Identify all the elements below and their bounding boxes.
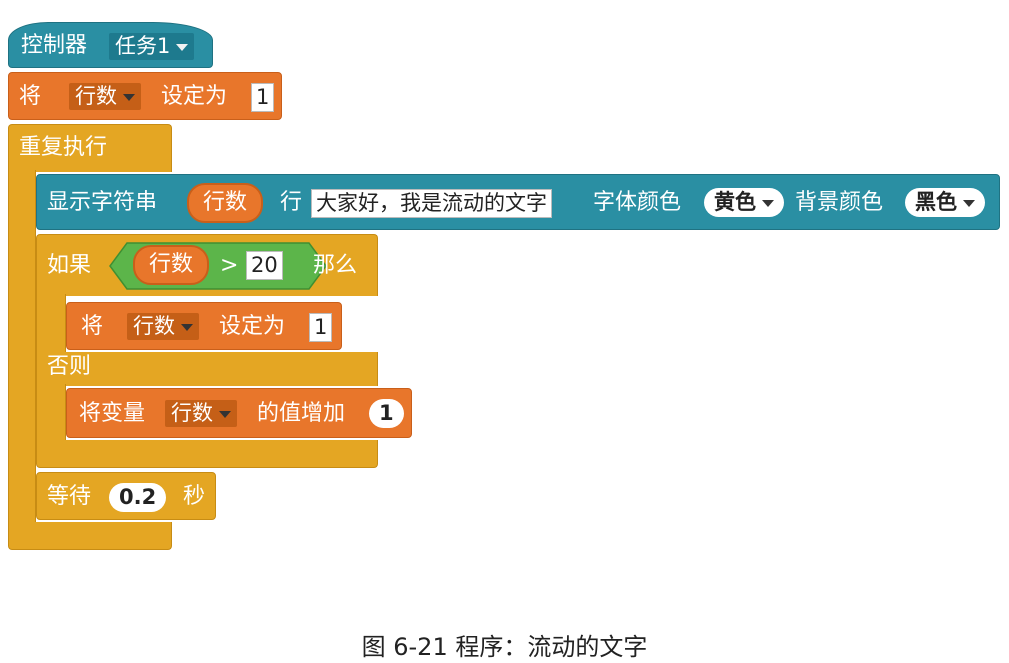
forever-arm bbox=[8, 170, 36, 526]
variable-dropdown-value: 行数 bbox=[75, 84, 117, 108]
bg-color-dropdown[interactable]: 黑色 bbox=[905, 188, 985, 217]
set-prefix: 将 bbox=[19, 84, 42, 109]
if-arm-top bbox=[36, 294, 66, 354]
chevron-down-icon bbox=[762, 199, 774, 207]
value-input[interactable]: 1 bbox=[251, 83, 275, 112]
bg-color-label: 背景颜色 bbox=[795, 190, 884, 215]
task-dropdown[interactable]: 任务1 bbox=[109, 33, 195, 60]
display-label: 显示字符串 bbox=[47, 190, 158, 215]
variable-dropdown[interactable]: 行数 bbox=[69, 83, 141, 110]
set-inner-middle-label: 设定为 bbox=[219, 314, 286, 339]
figure-caption: 图 6-21 程序：流动的文字 bbox=[361, 633, 648, 661]
row-variable-reporter[interactable]: 行数 bbox=[187, 183, 264, 223]
forever-block[interactable]: 重复执行 bbox=[8, 124, 172, 172]
change-variable-dropdown[interactable]: 行数 bbox=[165, 400, 237, 427]
inner-value-input[interactable]: 1 bbox=[309, 313, 333, 342]
set-middle-label: 设定为 bbox=[161, 84, 228, 109]
controller-label: 控制器 bbox=[21, 33, 88, 58]
change-variable-dropdown-value: 行数 bbox=[171, 401, 213, 425]
chevron-down-icon bbox=[219, 410, 231, 418]
wait-label: 等待 bbox=[47, 484, 92, 509]
set-variable-block[interactable]: 将 行数 设定为 1 bbox=[8, 72, 282, 120]
change-suffix: 的值增加 bbox=[257, 401, 346, 426]
compare-value-input[interactable]: 20 bbox=[246, 251, 283, 280]
else-bar: 否则 bbox=[36, 352, 378, 386]
font-color-label: 字体颜色 bbox=[593, 190, 682, 215]
variable-inner-dropdown[interactable]: 行数 bbox=[127, 313, 199, 340]
change-variable-block[interactable]: 将变量 行数 的值增加 1 bbox=[66, 388, 412, 438]
forever-label: 重复执行 bbox=[19, 135, 108, 160]
set-inner-prefix: 将 bbox=[81, 314, 104, 339]
font-color-dropdown[interactable]: 黄色 bbox=[704, 188, 784, 217]
change-prefix: 将变量 bbox=[79, 401, 146, 426]
row-word-label: 行 bbox=[280, 190, 303, 215]
if-arm-bottom bbox=[36, 384, 66, 444]
else-label: 否则 bbox=[47, 354, 92, 379]
then-label: 那么 bbox=[313, 253, 358, 278]
set-variable-inner-block[interactable]: 将 行数 设定为 1 bbox=[66, 302, 342, 350]
controller-hat-block[interactable]: 控制器 任务1 bbox=[8, 22, 213, 68]
change-amount-input[interactable]: 1 bbox=[369, 399, 404, 428]
display-text-input[interactable]: 大家好，我是流动的文字 bbox=[311, 189, 552, 218]
if-else-bottom bbox=[36, 440, 378, 468]
wait-seconds-input[interactable]: 0.2 bbox=[109, 483, 167, 512]
seconds-unit-label: 秒 bbox=[183, 484, 206, 509]
bg-color-value: 黑色 bbox=[915, 190, 957, 214]
display-string-block[interactable]: 显示字符串 行数 行 大家好，我是流动的文字 字体颜色 黄色 背景颜色 黑色 bbox=[36, 174, 1000, 230]
wait-block[interactable]: 等待 0.2 秒 bbox=[36, 472, 216, 520]
chevron-down-icon bbox=[181, 323, 193, 331]
if-label: 如果 bbox=[47, 253, 92, 278]
if-else-block[interactable]: 如果 行数 > 20 那么 bbox=[36, 234, 378, 296]
chevron-down-icon bbox=[963, 199, 975, 207]
task-dropdown-value: 任务1 bbox=[115, 34, 171, 58]
condition-variable-reporter[interactable]: 行数 bbox=[133, 245, 210, 285]
variable-inner-dropdown-value: 行数 bbox=[133, 314, 175, 338]
font-color-value: 黄色 bbox=[714, 190, 756, 214]
greater-than-operator: > bbox=[220, 253, 239, 278]
forever-bottom bbox=[8, 522, 172, 550]
chevron-down-icon bbox=[176, 43, 189, 51]
chevron-down-icon bbox=[123, 93, 135, 101]
